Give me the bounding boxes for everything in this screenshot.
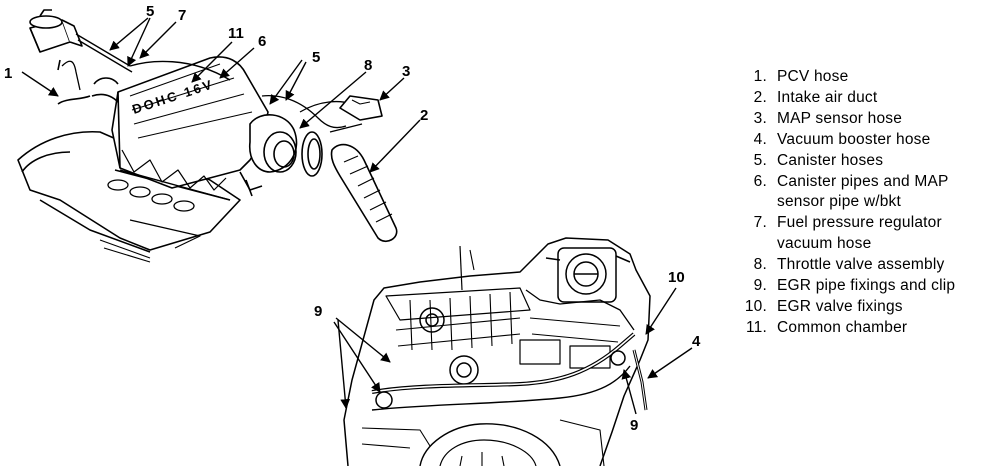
legend-item: 5.Canister hoses — [753, 151, 884, 169]
callout-11: 11 — [228, 25, 244, 42]
legend-item: 10.EGR valve fixings — [744, 297, 903, 315]
callout-8: 8 — [364, 57, 372, 74]
callout-1: 1 — [4, 65, 12, 82]
callout-6: 6 — [258, 33, 266, 50]
lower-callouts: 9 10 4 9 — [314, 269, 701, 434]
upper-callouts: 5 7 11 6 5 8 3 1 2 — [4, 3, 428, 124]
callout-4: 4 — [692, 333, 701, 350]
legend-item: 8.Throttle valve assembly — [753, 256, 945, 274]
lower-engine-illustration — [343, 237, 651, 466]
parts-legend: 1.PCV hose 2.Intake air duct 3.MAP senso… — [733, 67, 1005, 339]
callout-10: 10 — [668, 269, 685, 286]
legend-item: 1.PCV hose — [753, 68, 849, 85]
callout-7: 7 — [178, 7, 186, 24]
legend-item: 2.Intake air duct — [753, 88, 878, 106]
legend-item: 4.Vacuum booster hose — [753, 130, 931, 148]
callout-9b: 9 — [630, 417, 638, 434]
legend-item: 9.EGR pipe fixings and clip — [753, 277, 956, 295]
callout-5b: 5 — [312, 49, 320, 66]
legend-item: 3.MAP sensor hose — [753, 109, 903, 127]
legend-item: 11.Common chamber — [746, 318, 908, 336]
callout-5a: 5 — [146, 3, 154, 20]
callout-2: 2 — [420, 107, 428, 124]
callout-9a: 9 — [314, 303, 322, 320]
callout-3: 3 — [402, 63, 410, 80]
upper-callout-leaders — [21, 17, 421, 173]
upper-engine-illustration: DOHC 16V — [17, 9, 398, 263]
lower-callout-leaders — [333, 287, 693, 415]
